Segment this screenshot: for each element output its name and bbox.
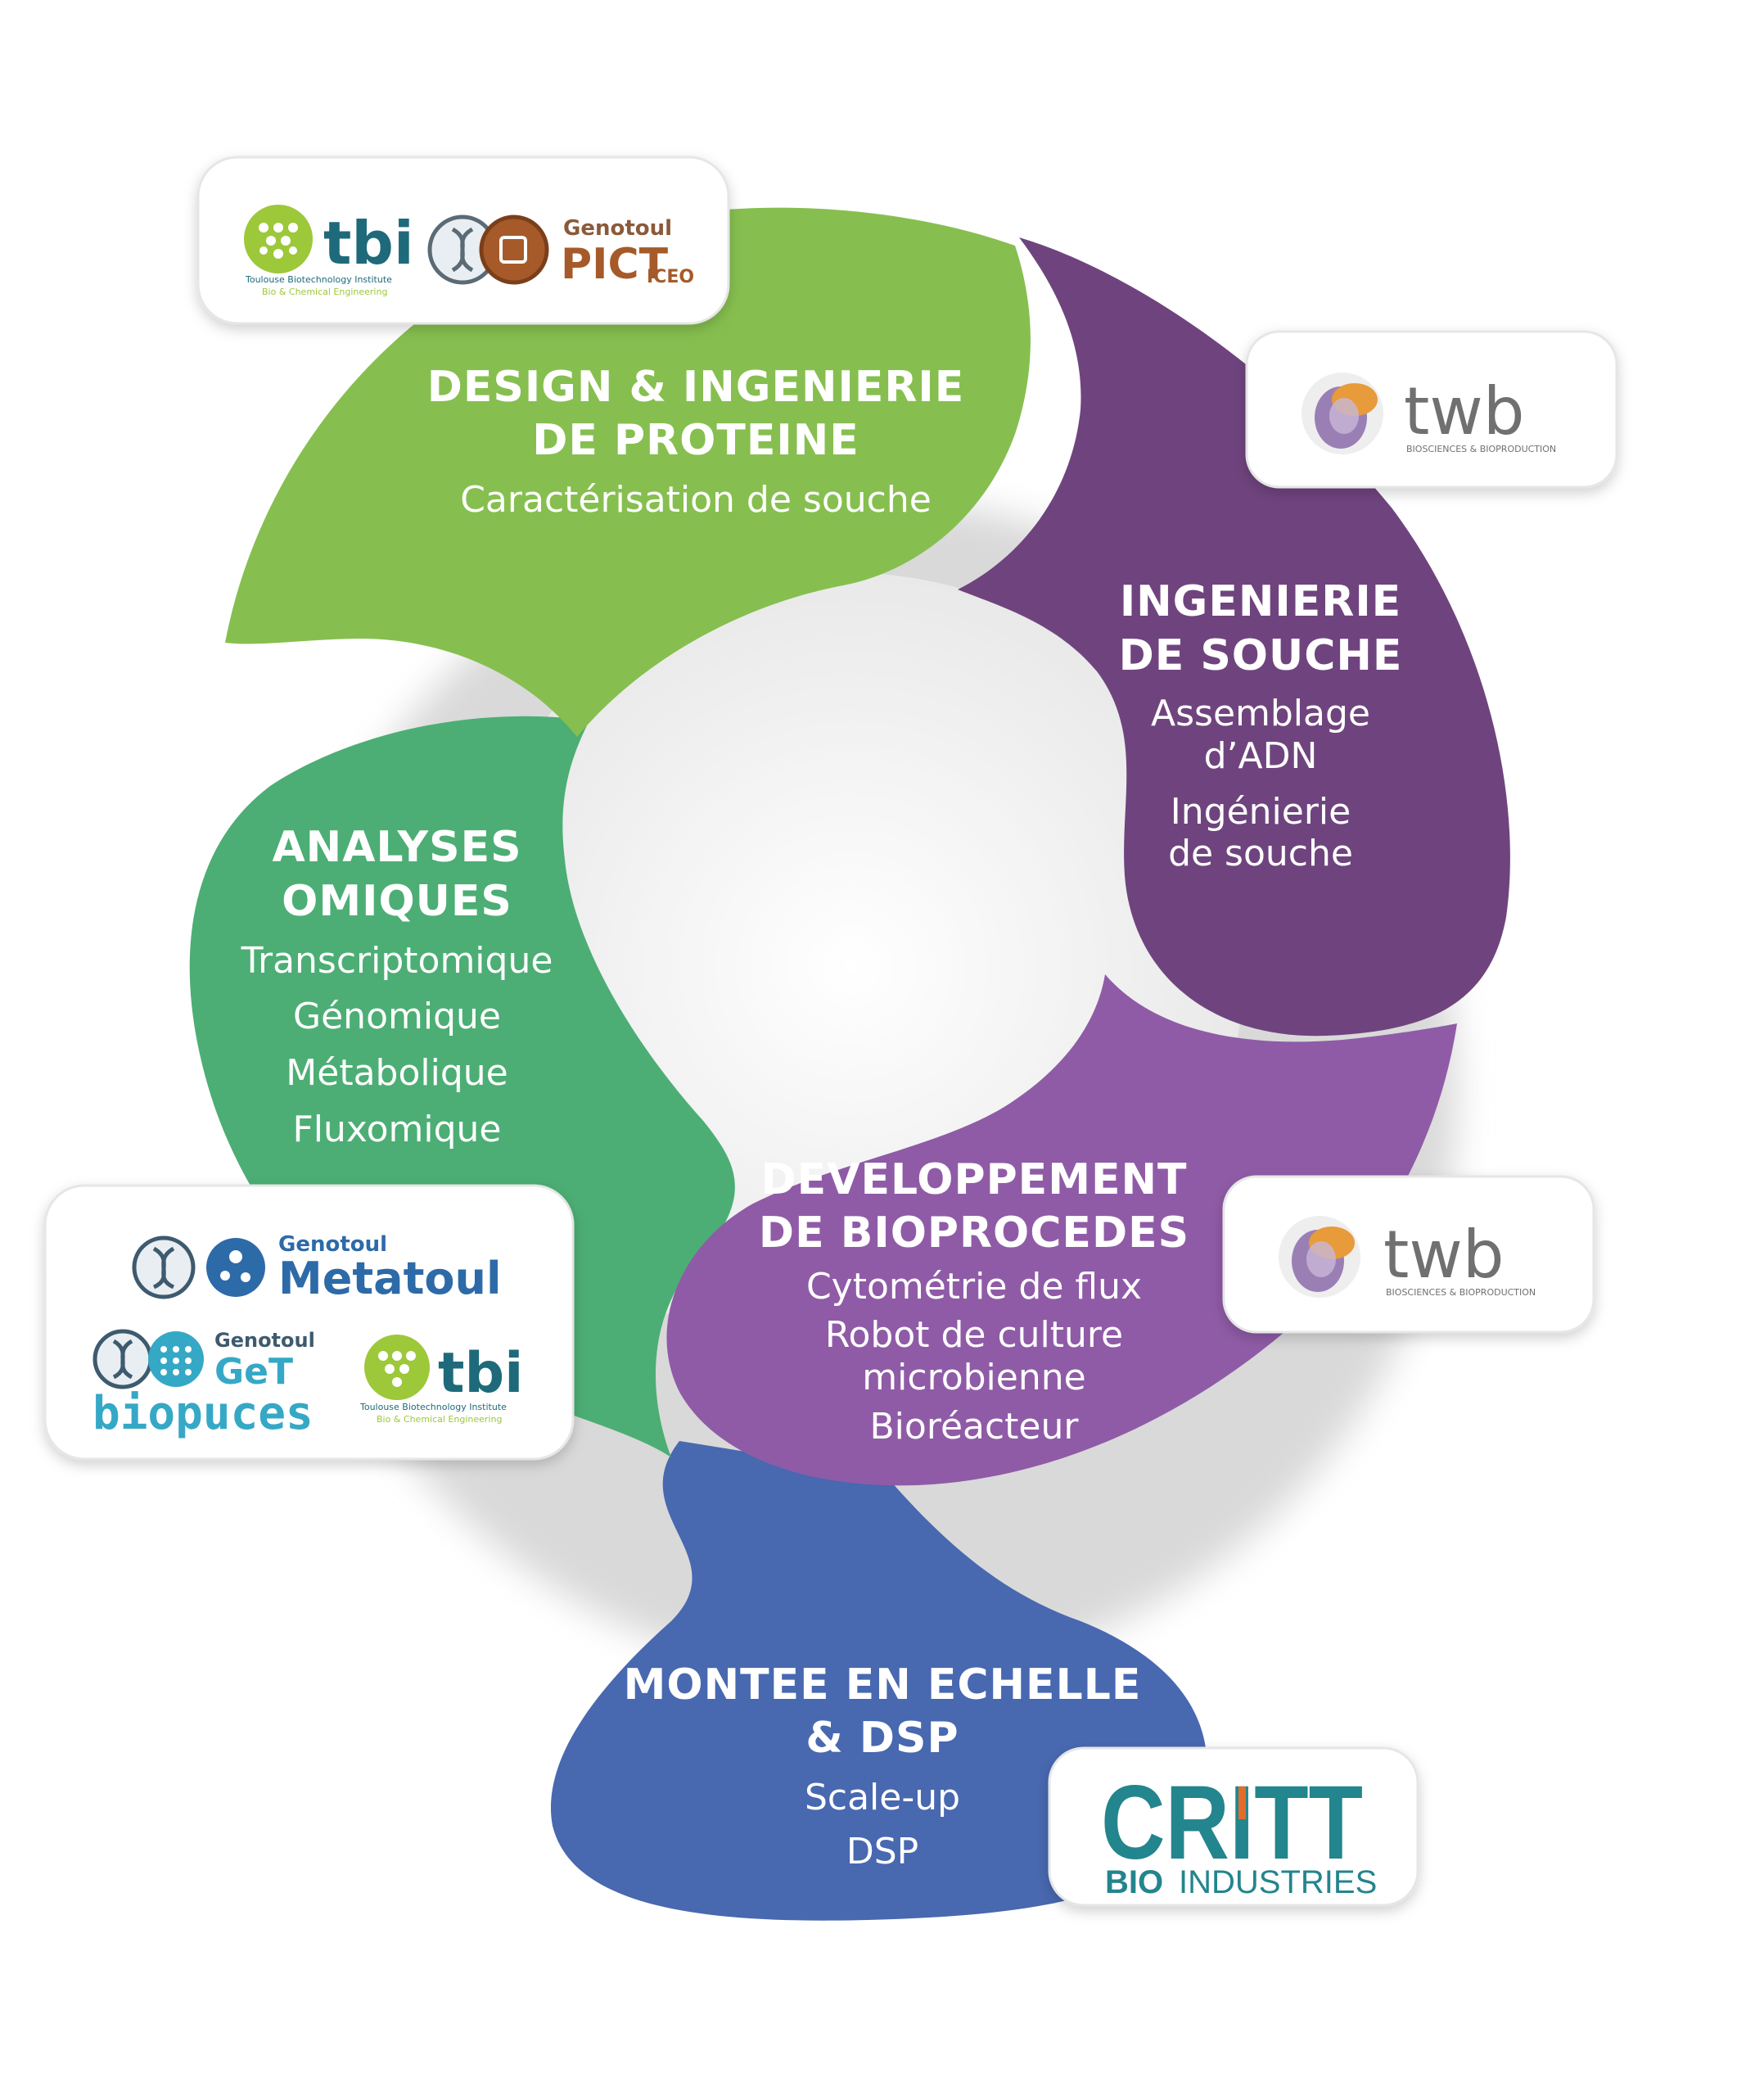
bioprocedes-title-line1: DEVELOPPEMENT (761, 1155, 1188, 1204)
metatoul-logo: Genotoul Metatoul (132, 1232, 501, 1304)
petal-bioprocedes (666, 974, 1457, 1486)
souche-item: d’ADN (1204, 735, 1318, 777)
bioprocedes-title-line2: DE BIOPROCEDES (759, 1208, 1189, 1258)
critt-accent-bar (1238, 1787, 1246, 1819)
tbi-logo-2: tbi Toulouse Biotechnology Institute Bio… (359, 1335, 524, 1425)
label-design: DESIGN & INGENIERIE DE PROTEINE Caractér… (427, 363, 965, 521)
metatoul-name: Metatoul (278, 1253, 501, 1304)
get-brand: Genotoul (214, 1329, 315, 1352)
souche-item: de souche (1168, 833, 1353, 874)
label-souche: INGENIERIE DE SOUCHE Assemblage d’ADN In… (1119, 577, 1403, 874)
pict-brand: Genotoul (563, 216, 672, 241)
montee-title-line1: MONTEE EN ECHELLE (624, 1660, 1142, 1710)
montee-item: Scale-up (805, 1777, 960, 1818)
twb-caption: BIOSCIENCES & BIOPRODUCTION (1406, 444, 1556, 454)
label-montee: MONTEE EN ECHELLE & DSP Scale-up DSP (624, 1660, 1142, 1872)
label-bioprocedes: DEVELOPPEMENT DE BIOPROCEDES Cytométrie … (759, 1155, 1189, 1448)
omiques-item: Transcriptomique (241, 940, 553, 982)
souche-item: Ingénierie (1171, 791, 1351, 833)
pict-logo: Genotoul PICT ICEO (427, 215, 694, 289)
montee-title-line2: & DSP (805, 1714, 959, 1763)
design-item: Caractérisation de souche (460, 479, 932, 521)
bioprocedes-item: microbienne (862, 1357, 1085, 1398)
tbi-grid-icon (364, 1335, 430, 1400)
design-title-line1: DESIGN & INGENIERIE (427, 363, 965, 412)
bioprocedes-item: Cytométrie de flux (806, 1266, 1142, 1308)
get-sub: biopuces (92, 1387, 314, 1440)
twb-name: twb (1404, 373, 1525, 449)
omiques-item: Fluxomique (293, 1109, 502, 1150)
tbi-caption1: Toulouse Biotechnology Institute (245, 274, 392, 285)
metatoul-icon (206, 1238, 265, 1297)
omiques-item: Génomique (293, 996, 501, 1037)
tbi-caption2: Bio & Chemical Engineering (377, 1414, 502, 1425)
twb-logo-1: twb BIOSCIENCES & BIOPRODUCTION (1302, 373, 1556, 454)
label-omiques: ANALYSES OMIQUES Transcriptomique Génomi… (241, 823, 553, 1150)
twb-logo-2: twb BIOSCIENCES & BIOPRODUCTION (1279, 1216, 1536, 1298)
souche-item: Assemblage (1151, 693, 1370, 734)
tbi-caption1: Toulouse Biotechnology Institute (359, 1402, 507, 1412)
critt-name: CRITT (1101, 1764, 1363, 1881)
petal-montee (550, 1441, 1207, 1921)
get-logo: Genotoul GeT biopuces (92, 1329, 315, 1440)
petal-souche (958, 237, 1510, 1037)
montee-item: DSP (846, 1831, 918, 1872)
get-name: GeT (214, 1351, 293, 1393)
souche-title-line2: DE SOUCHE (1119, 631, 1403, 680)
omiques-title-line2: OMIQUES (282, 877, 512, 926)
logo-box-critt (1048, 1746, 1419, 1907)
omiques-title-line1: ANALYSES (272, 823, 521, 872)
tbi-caption2: Bio & Chemical Engineering (262, 287, 387, 297)
tbi-grid-icon (244, 205, 313, 273)
petal-design (225, 207, 1031, 737)
twb-name: twb (1383, 1217, 1505, 1293)
omiques-item: Métabolique (286, 1052, 508, 1094)
souche-title-line1: INGENIERIE (1120, 577, 1401, 626)
tbi-name: tbi (323, 209, 414, 278)
pict-suffix: ICEO (647, 267, 694, 287)
tbi-name: tbi (438, 1341, 524, 1406)
pict-name: PICT (561, 240, 669, 289)
critt-logo: CRITT BIO INDUSTRIES (1101, 1764, 1377, 1900)
bioprocedes-item: Robot de culture (825, 1314, 1123, 1356)
tbi-grid-dots (259, 223, 298, 259)
metatoul-brand: Genotoul (278, 1232, 387, 1257)
critt-sub2: INDUSTRIES (1179, 1864, 1377, 1900)
tbi-logo: tbi Toulouse Biotechnology Institute Bio… (244, 205, 414, 297)
pict-icon (479, 215, 549, 285)
design-title-line2: DE PROTEINE (532, 416, 859, 465)
bioprocedes-item: Bioréacteur (870, 1406, 1080, 1448)
twb-caption: BIOSCIENCES & BIOPRODUCTION (1386, 1287, 1536, 1298)
critt-sub1: BIO (1105, 1864, 1163, 1900)
